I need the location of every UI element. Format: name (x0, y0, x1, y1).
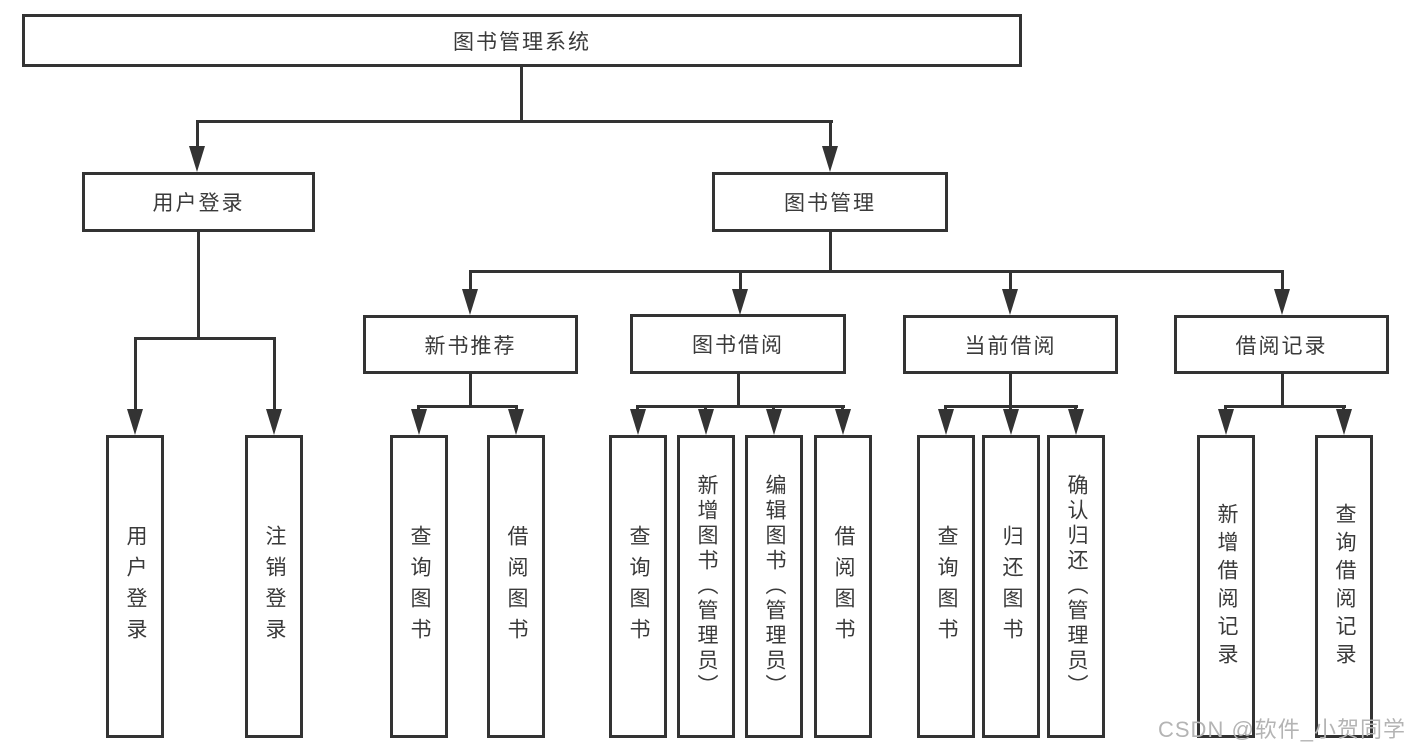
node-book-borrow-label: 图书借阅 (692, 334, 784, 357)
connector-line (197, 231, 200, 340)
leaf-query-books-2-label: 查询图书 (627, 524, 650, 649)
leaf-user-login: 用户登录 (106, 435, 164, 738)
connector-line (273, 337, 276, 413)
node-borrow-records: 借阅记录 (1174, 315, 1389, 374)
leaf-return-book-label: 归还图书 (1000, 524, 1023, 649)
connector-line (1281, 373, 1284, 408)
arrow-down-icon (630, 409, 646, 435)
connector-line (1009, 373, 1012, 408)
connector-line (739, 270, 742, 293)
connector-line (636, 405, 845, 408)
leaf-query-books-2: 查询图书 (609, 435, 667, 738)
arrow-down-icon (411, 409, 427, 435)
connector-line (1281, 270, 1284, 293)
node-new-book-recommend: 新书推荐 (363, 315, 578, 374)
leaf-query-books-1-label: 查询图书 (408, 524, 431, 649)
leaf-add-borrow-record-label: 新增借阅记录 (1215, 502, 1238, 671)
leaf-borrow-books-1-label: 借阅图书 (505, 524, 528, 649)
connector-line (134, 337, 137, 413)
node-new-book-recommend-label: 新书推荐 (424, 334, 517, 358)
arrow-down-icon (462, 289, 478, 315)
leaf-add-book-admin-label: 新增图书（管理员） (695, 474, 718, 699)
leaf-add-book-admin: 新增图书（管理员） (677, 435, 735, 738)
connector-line (1009, 270, 1012, 293)
leaf-confirm-return-admin: 确认归还（管理员） (1047, 435, 1105, 738)
arrow-down-icon (766, 409, 782, 435)
connector-line (196, 120, 199, 150)
leaf-query-borrow-record: 查询借阅记录 (1315, 435, 1373, 738)
node-book-mgmt-label: 图书管理 (784, 192, 876, 215)
leaf-query-books-1: 查询图书 (390, 435, 448, 738)
node-current-borrow: 当前借阅 (903, 315, 1118, 374)
arrow-down-icon (1274, 289, 1290, 315)
leaf-confirm-return-admin-label: 确认归还（管理员） (1065, 474, 1088, 699)
leaf-query-borrow-record-label: 查询借阅记录 (1333, 502, 1356, 671)
arrow-down-icon (508, 409, 524, 435)
leaf-logout: 注销登录 (245, 435, 303, 738)
node-borrow-records-label: 借阅记录 (1235, 334, 1328, 358)
node-book-mgmt: 图书管理 (712, 172, 948, 232)
leaf-return-book: 归还图书 (982, 435, 1040, 738)
node-root: 图书管理系统 (22, 14, 1022, 67)
connector-line (829, 120, 832, 150)
arrow-down-icon (1068, 409, 1084, 435)
arrow-down-icon (1002, 289, 1018, 315)
leaf-add-borrow-record: 新增借阅记录 (1197, 435, 1255, 738)
leaf-borrow-books-2: 借阅图书 (814, 435, 872, 738)
connector-line (1224, 405, 1346, 408)
arrow-down-icon (732, 289, 748, 315)
connector-line (417, 405, 518, 408)
leaf-logout-label: 注销登录 (263, 524, 286, 649)
arrow-down-icon (835, 409, 851, 435)
arrow-down-icon (1003, 409, 1019, 435)
arrow-down-icon (189, 146, 205, 172)
leaf-borrow-books-2-label: 借阅图书 (832, 524, 855, 649)
node-root-label: 图书管理系统 (453, 30, 591, 54)
node-user-login-label: 用户登录 (152, 192, 245, 215)
connector-line (134, 337, 276, 340)
leaf-query-books-3-label: 查询图书 (935, 524, 958, 649)
arrow-down-icon (266, 409, 282, 435)
leaf-edit-book-admin: 编辑图书（管理员） (745, 435, 803, 738)
leaf-edit-book-admin-label: 编辑图书（管理员） (763, 474, 786, 699)
arrow-down-icon (1218, 409, 1234, 435)
leaf-user-login-label: 用户登录 (124, 524, 147, 649)
arrow-down-icon (698, 409, 714, 435)
arrow-down-icon (1336, 409, 1352, 435)
connector-line (520, 66, 523, 123)
leaf-query-books-3: 查询图书 (917, 435, 975, 738)
connector-line (469, 373, 472, 408)
leaf-borrow-books-1: 借阅图书 (487, 435, 545, 738)
arrow-down-icon (938, 409, 954, 435)
connector-line (737, 373, 740, 408)
connector-line (829, 231, 832, 273)
arrow-down-icon (127, 409, 143, 435)
arrow-down-icon (822, 146, 838, 172)
node-book-borrow: 图书借阅 (630, 314, 846, 374)
csdn-watermark: CSDN @软件_小贺同学 (1158, 717, 1405, 742)
connector-line (469, 270, 1284, 273)
connector-line (469, 270, 472, 293)
node-current-borrow-label: 当前借阅 (964, 334, 1057, 358)
node-user-login: 用户登录 (82, 172, 315, 232)
connector-line (196, 120, 833, 123)
